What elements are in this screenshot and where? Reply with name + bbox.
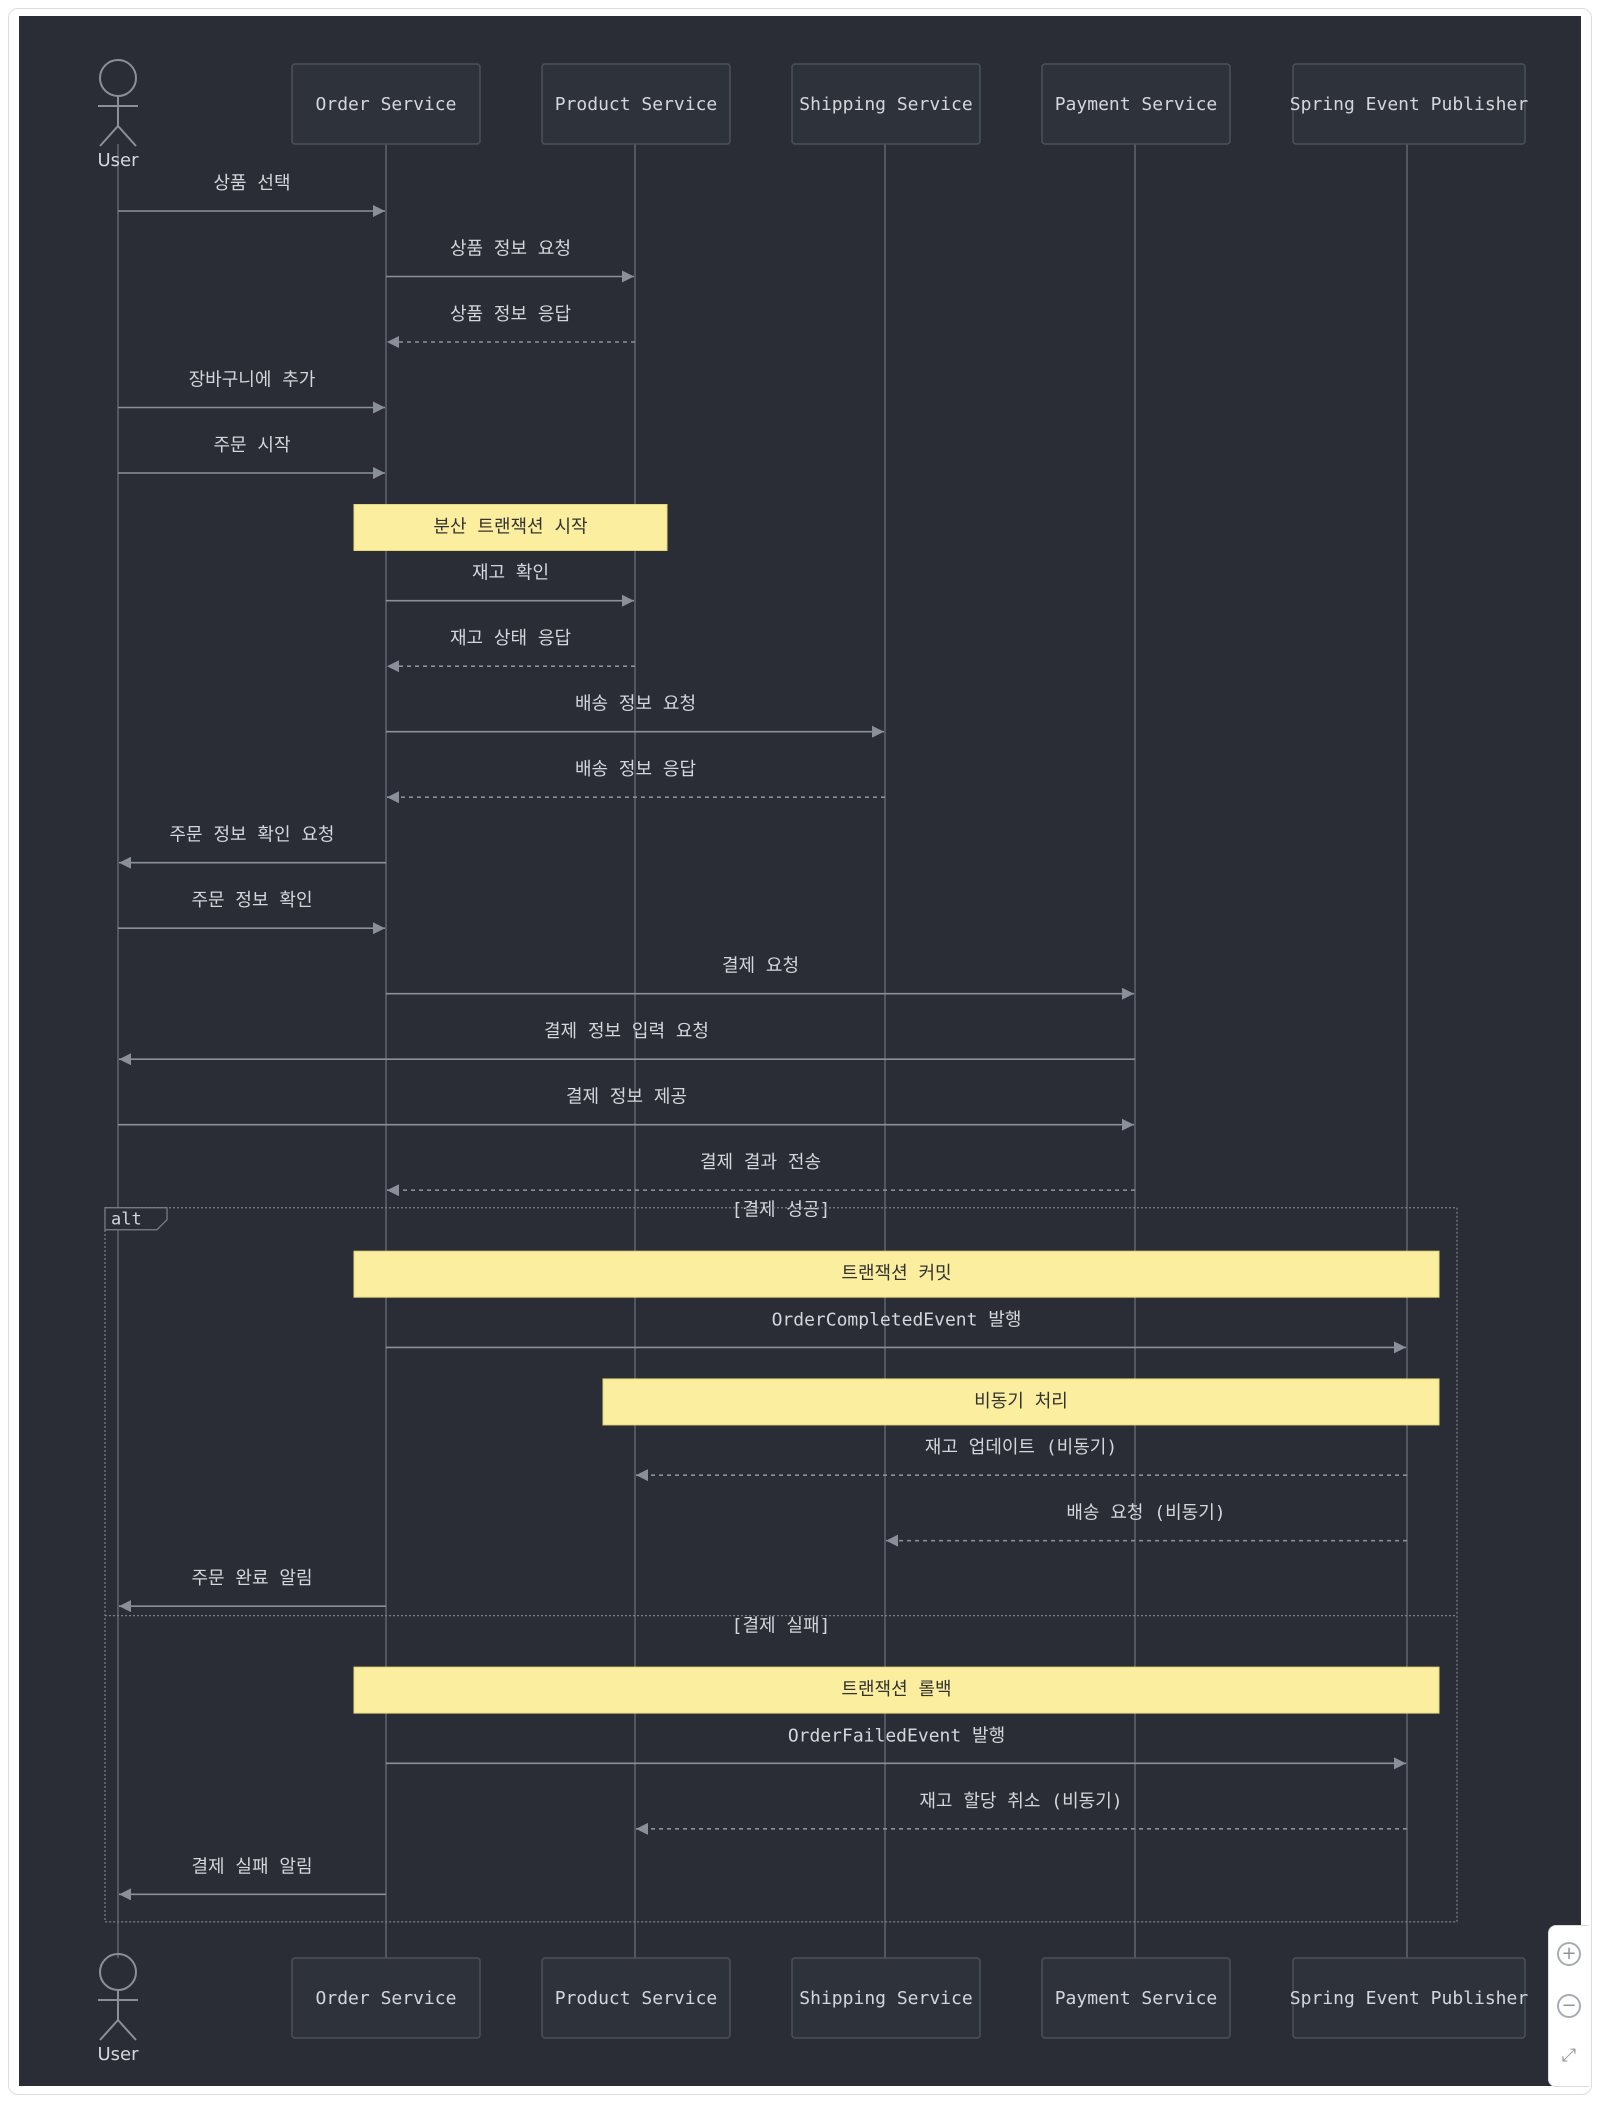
actor-leg [99, 2019, 119, 2041]
note-text: 트랜잭션 커밋 [841, 1263, 951, 1284]
message-label: 재고 할당 취소 (비동기) [919, 1791, 1122, 1812]
participant-box-product-top [541, 63, 731, 145]
note-box [353, 504, 668, 551]
message-label: 결제 정보 제공 [566, 1087, 687, 1108]
participant-label-payment-bottom: Payment Service [1055, 1988, 1218, 2009]
alt-condition: [결제 성공] [732, 1200, 831, 1221]
message-label: 주문 정보 확인 요청 [170, 825, 335, 846]
participant-box-shipping-bottom [791, 1957, 981, 2039]
fit-to-screen-icon[interactable]: ⤢ [1561, 2045, 1577, 2066]
message-label: 장바구니에 추가 [189, 370, 316, 391]
participant-box-spring-bottom [1292, 1957, 1526, 2039]
participant-label-shipping-bottom: Shipping Service [799, 1988, 972, 2009]
participant-box-payment-bottom [1041, 1957, 1231, 2039]
participant-box-order-top [291, 63, 481, 145]
participant-box-payment-top [1041, 63, 1231, 145]
message-label: 재고 업데이트 (비동기) [925, 1437, 1117, 1458]
alt-tab [104, 1207, 168, 1231]
participant-label-user-top: User [97, 150, 139, 171]
participant-label-order-top: Order Service [316, 94, 457, 115]
note-box [353, 1250, 1440, 1298]
actor-head-icon [99, 59, 137, 97]
participant-box-spring-top [1292, 63, 1526, 145]
message-label: 배송 정보 응답 [575, 759, 696, 780]
message-label: 배송 요청 (비동기) [1066, 1503, 1225, 1524]
actor-leg [99, 125, 119, 147]
message-label: 배송 정보 요청 [575, 694, 696, 715]
participant-label-spring-top: Spring Event Publisher [1290, 94, 1529, 115]
message-label: 결제 실패 알림 [191, 1856, 312, 1877]
alt-keyword: alt [111, 1210, 142, 1230]
participant-label-product-top: Product Service [555, 94, 718, 115]
message-label: 결제 요청 [722, 956, 799, 977]
note-text: 비동기 처리 [974, 1391, 1068, 1412]
note-box [602, 1378, 1440, 1426]
actor-leg [117, 2019, 137, 2041]
message-label: 상품 정보 응답 [450, 304, 571, 325]
note-text: 트랜잭션 롤백 [841, 1679, 951, 1700]
actor-leg [117, 125, 137, 147]
participant-box-order-bottom [291, 1957, 481, 2039]
participant-label-spring-bottom: Spring Event Publisher [1290, 1988, 1529, 2009]
actor-head-icon [99, 1953, 137, 1991]
message-label: OrderFailedEvent 발행 [788, 1725, 1005, 1746]
message-label: 주문 완료 알림 [191, 1568, 312, 1589]
participant-box-product-bottom [541, 1957, 731, 2039]
zoom-controls: + − ⤢ [1548, 1925, 1589, 2087]
message-label: 재고 상태 응답 [450, 628, 571, 649]
message-label: OrderCompletedEvent 발행 [772, 1309, 1022, 1330]
note-text: 분산 트랜잭션 시작 [433, 517, 587, 538]
participant-label-order-bottom: Order Service [316, 1988, 457, 2009]
alt-condition: [결제 실패] [732, 1616, 831, 1637]
message-label: 결제 정보 입력 요청 [544, 1021, 709, 1042]
message-label: 재고 확인 [472, 563, 549, 584]
participant-label-payment-top: Payment Service [1055, 94, 1218, 115]
alt-fragment [104, 1207, 1458, 1923]
message-label: 결제 결과 전송 [700, 1152, 821, 1173]
note-box [353, 1666, 1440, 1714]
message-label: 주문 정보 확인 [191, 890, 312, 911]
zoom-out-icon[interactable]: − [1557, 1994, 1581, 2018]
zoom-in-icon[interactable]: + [1557, 1942, 1581, 1966]
participant-box-shipping-top [791, 63, 981, 145]
message-label: 주문 시작 [213, 435, 290, 456]
message-label: 상품 정보 요청 [450, 239, 571, 260]
participant-label-shipping-top: Shipping Service [799, 94, 972, 115]
participant-label-user-bottom: User [97, 2044, 139, 2065]
message-label: 상품 선택 [213, 173, 290, 194]
participant-label-product-bottom: Product Service [555, 1988, 718, 2009]
